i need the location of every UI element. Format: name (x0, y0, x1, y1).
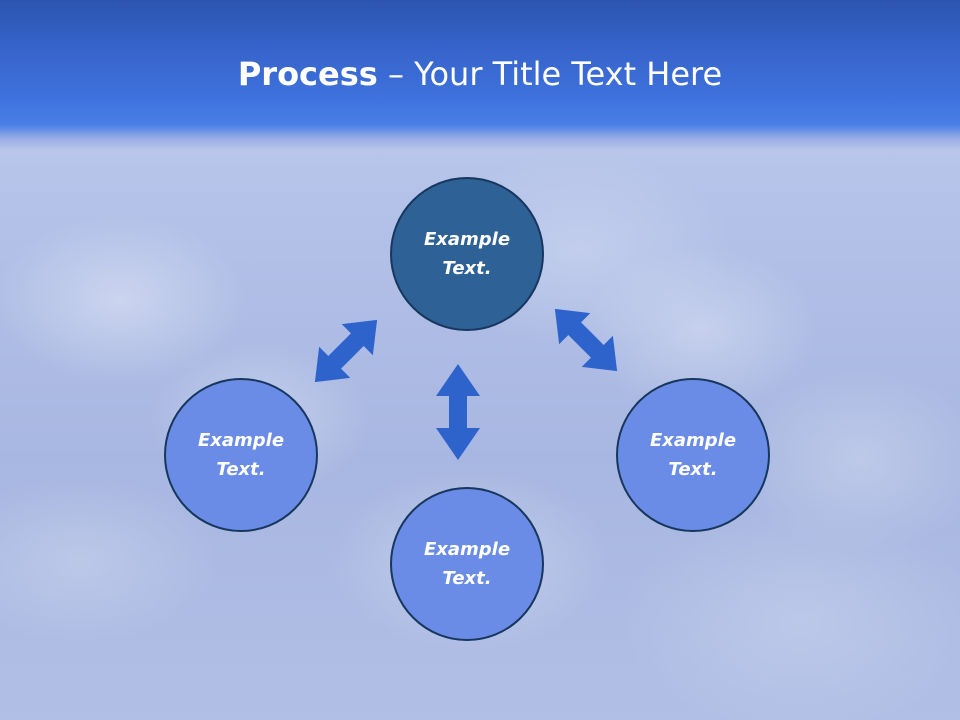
node-bottom-text: Example Text. (423, 539, 511, 589)
process-node-top[interactable]: Example Text. (390, 177, 544, 331)
title-rest: – Your Title Text Here (377, 55, 723, 93)
arrow-top-to-right (554, 308, 618, 372)
title-strong: Process (237, 55, 378, 93)
process-node-right[interactable]: Example Text. (616, 378, 770, 532)
node-top-text: Example Text. (423, 229, 511, 279)
slide-title: Process – Your Title Text Here (0, 52, 960, 96)
process-node-bottom[interactable]: Example Text. (390, 487, 544, 641)
title-bar (0, 0, 960, 150)
arrow-top-to-left (314, 319, 378, 383)
node-right-text: Example Text. (649, 430, 737, 480)
arrow-top-to-bottom (436, 364, 480, 460)
process-node-left[interactable]: Example Text. (164, 378, 318, 532)
node-left-text: Example Text. (197, 430, 285, 480)
